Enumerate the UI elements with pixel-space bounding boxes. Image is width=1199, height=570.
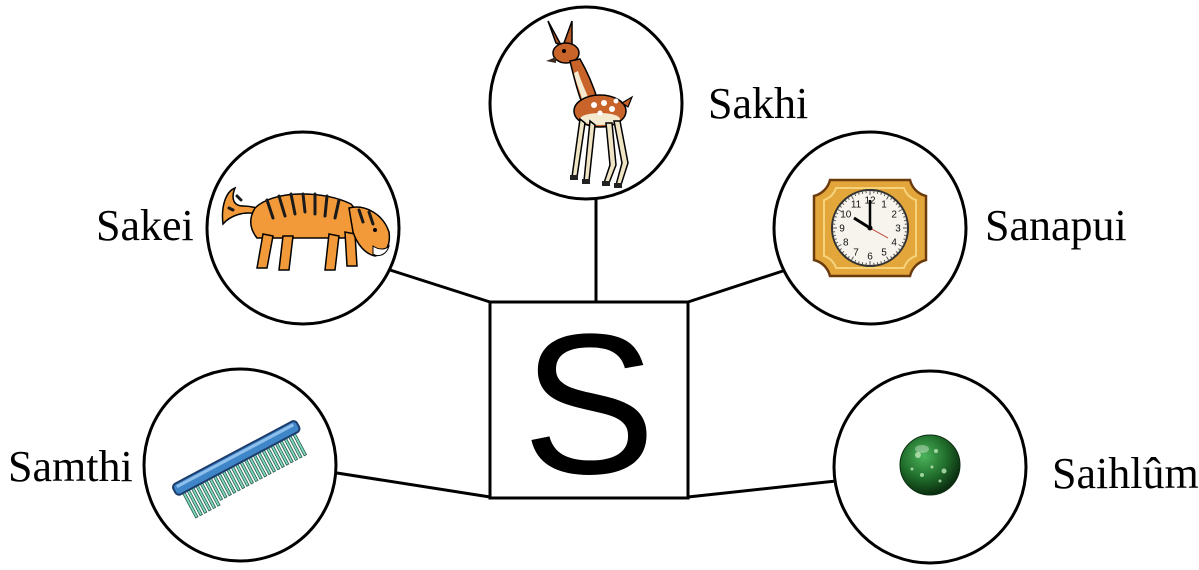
clock-numeral: 1 (881, 199, 887, 210)
label-deer: Sakhi (708, 82, 808, 126)
marble-icon (900, 435, 960, 495)
center-letter: S (522, 293, 655, 516)
connector-clock (688, 268, 792, 302)
connector-marble (688, 481, 836, 497)
label-comb: Samthi (8, 445, 133, 489)
clock-numeral: 9 (839, 224, 845, 235)
clock-tick (859, 193, 860, 195)
clock-numeral: 6 (867, 252, 873, 263)
clock-tick (835, 217, 837, 218)
clock-numeral: 5 (881, 248, 887, 259)
clock-tick (835, 239, 837, 240)
clock-tick (903, 239, 905, 240)
clock-tick (881, 193, 882, 195)
clock-numeral: 4 (891, 238, 897, 249)
clock-numeral: 7 (853, 248, 859, 259)
clock-icon: 121234567891011 (814, 180, 926, 276)
clock-numeral: 8 (843, 238, 849, 249)
circle-comb (144, 369, 336, 561)
clock-numeral: 3 (895, 224, 901, 235)
clock-tick (881, 261, 882, 263)
clock-tick (859, 261, 860, 263)
label-tiger: Sakei (96, 204, 194, 248)
clock-numeral: 10 (840, 210, 852, 221)
clock-tick (903, 217, 905, 218)
label-clock: Sanapui (985, 204, 1127, 248)
clock-numeral: 11 (851, 199, 862, 210)
label-marble: Saihlûm (1052, 452, 1199, 496)
clock-numeral: 2 (891, 210, 897, 221)
connector-comb (337, 473, 490, 497)
connector-tiger (390, 270, 490, 302)
